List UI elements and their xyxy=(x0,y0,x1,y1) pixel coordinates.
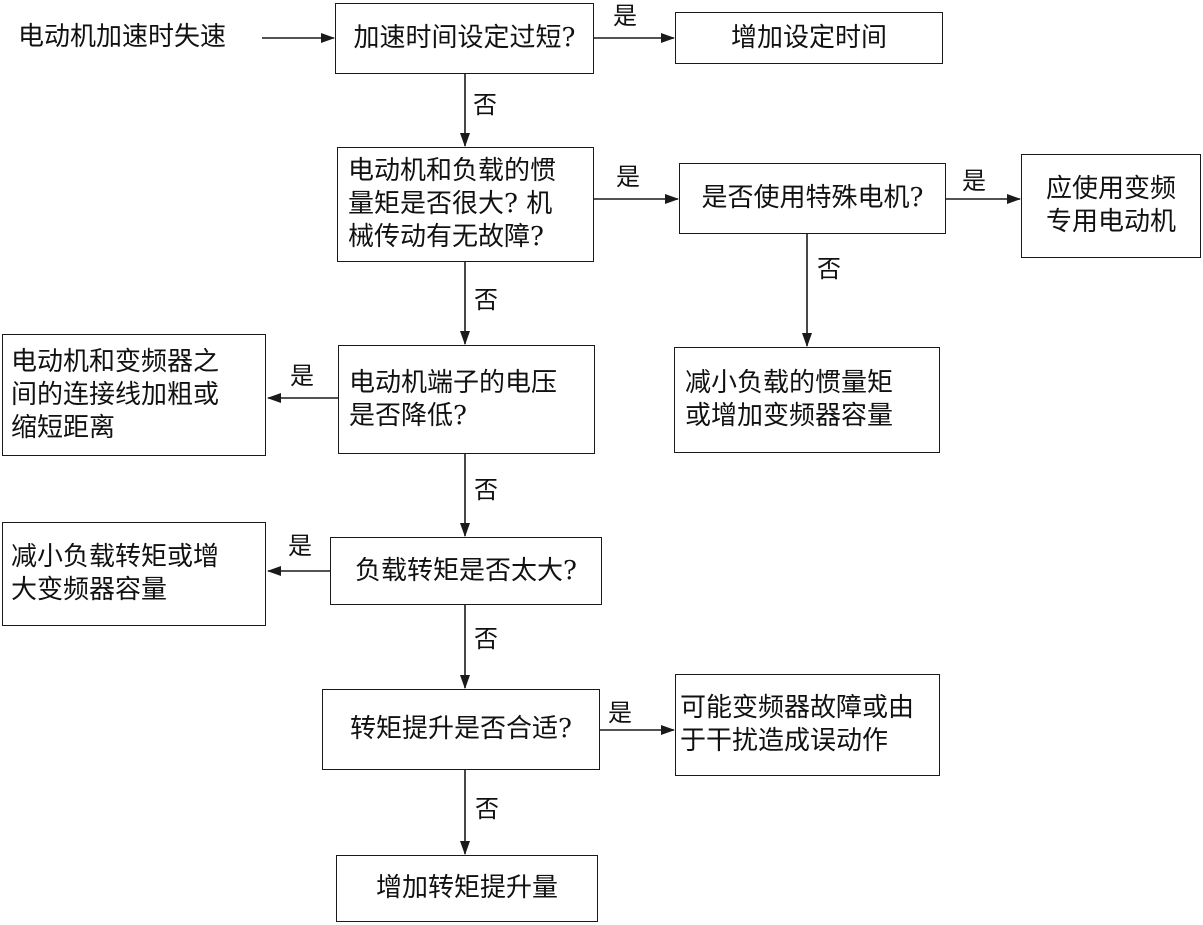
yes-label-terminal-voltage: 是 xyxy=(290,362,314,390)
yes-label-accel-time: 是 xyxy=(613,2,637,30)
no-label-accel-time: 否 xyxy=(473,91,497,119)
no-label-terminal-voltage: 否 xyxy=(474,476,498,504)
yes-label-inertia: 是 xyxy=(616,163,640,191)
decision-load-torque-too-large: 负载转矩是否太大? xyxy=(330,537,602,605)
action-thicken-wires: 电动机和变频器之 间的连接线加粗或 缩短距离 xyxy=(2,334,266,456)
action-use-vfd-motor: 应使用变频 专用电动机 xyxy=(1021,154,1201,258)
yes-label-special-motor: 是 xyxy=(962,167,986,195)
no-label-inertia: 否 xyxy=(474,286,498,314)
decision-inertia-too-large: 电动机和负载的惯 量矩是否很大? 机 械传动有无故障? xyxy=(337,147,594,262)
action-vfd-fault: 可能变频器故障或由 于干扰造成误动作 xyxy=(675,674,940,776)
no-label-torque-boost: 否 xyxy=(475,795,499,823)
no-label-special-motor: 否 xyxy=(817,255,841,283)
yes-label-load-torque: 是 xyxy=(288,532,312,560)
action-reduce-inertia: 减小负载的惯量矩 或增加变频器容量 xyxy=(674,347,940,453)
action-reduce-load-torque: 减小负载转矩或增 大变频器容量 xyxy=(2,522,266,626)
no-label-load-torque: 否 xyxy=(474,625,498,653)
decision-special-motor: 是否使用特殊电机? xyxy=(679,163,946,234)
action-increase-set-time: 增加设定时间 xyxy=(675,12,943,64)
decision-terminal-voltage-drop: 电动机端子的电压 是否降低? xyxy=(338,345,595,454)
yes-label-torque-boost: 是 xyxy=(608,699,632,727)
decision-torque-boost-ok: 转矩提升是否合适? xyxy=(322,689,600,770)
start-label: 电动机加速时失速 xyxy=(18,22,227,52)
action-increase-torque-boost: 增加转矩提升量 xyxy=(336,855,598,922)
decision-accel-time-too-short: 加速时间设定过短? xyxy=(335,3,594,74)
